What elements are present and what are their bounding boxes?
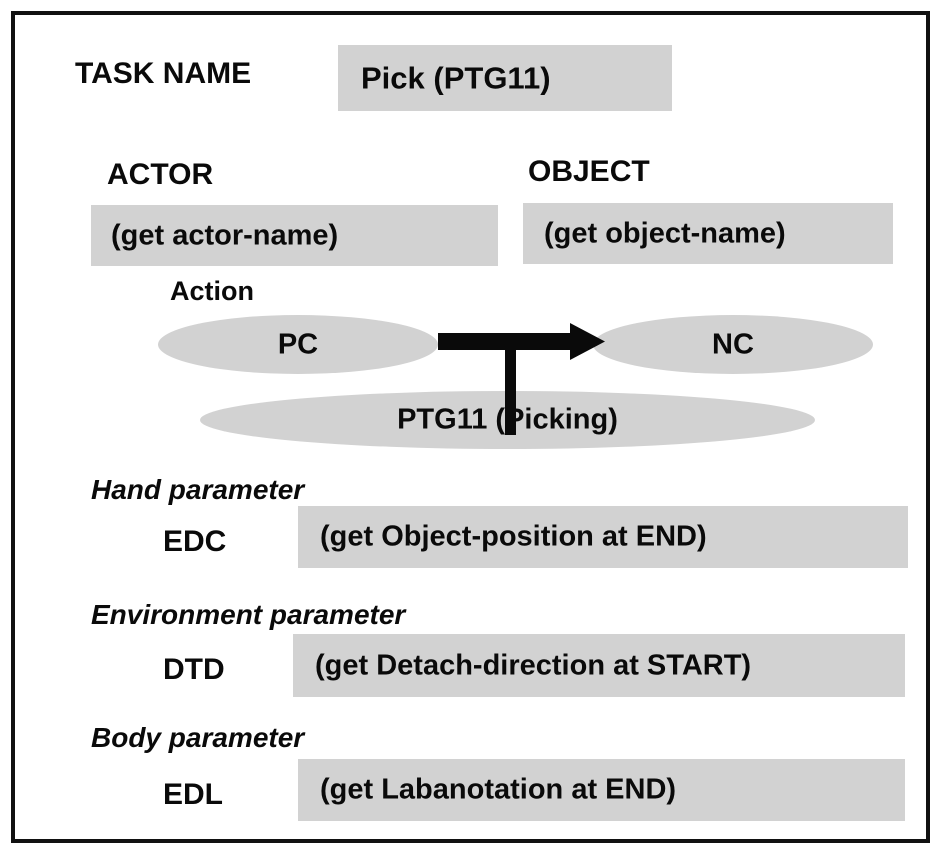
environment-parameter-label: Environment parameter xyxy=(91,599,406,630)
actor-label: ACTOR xyxy=(107,158,214,191)
object-field[interactable]: (get object-name) xyxy=(523,203,893,264)
previous-contact-label: PC xyxy=(277,328,319,360)
task-name-value: Pick (PTG11) xyxy=(361,60,551,96)
object-value: (get object-name) xyxy=(544,217,786,249)
next-contact-node[interactable]: NC xyxy=(593,315,873,374)
edc-code-label: EDC xyxy=(163,525,227,558)
edl-field[interactable]: (get Labanotation at END) xyxy=(298,759,905,821)
edl-code-label: EDL xyxy=(163,778,223,811)
edc-field[interactable]: (get Object-position at END) xyxy=(298,506,908,568)
task-name-label: TASK NAME xyxy=(75,57,252,90)
action-section-label: Action xyxy=(170,276,254,306)
dtd-value: (get Detach-direction at START) xyxy=(315,649,752,681)
dtd-code-label: DTD xyxy=(163,653,225,686)
edl-value: (get Labanotation at END) xyxy=(320,773,677,806)
task-name-field[interactable]: Pick (PTG11) xyxy=(338,45,672,111)
body-parameter-label: Body parameter xyxy=(91,722,305,753)
dtd-field[interactable]: (get Detach-direction at START) xyxy=(293,634,905,697)
actor-value: (get actor-name) xyxy=(111,219,339,251)
next-contact-label: NC xyxy=(712,328,754,360)
edc-value: (get Object-position at END) xyxy=(320,520,707,553)
diagram-frame: TASK NAME Pick (PTG11) ACTOR OBJECT (get… xyxy=(11,11,930,843)
right-arrow-with-stem-icon xyxy=(438,323,605,435)
hand-parameter-label: Hand parameter xyxy=(91,474,305,505)
object-label: OBJECT xyxy=(528,155,650,188)
actor-field[interactable]: (get actor-name) xyxy=(91,205,498,266)
previous-contact-node[interactable]: PC xyxy=(158,315,438,374)
